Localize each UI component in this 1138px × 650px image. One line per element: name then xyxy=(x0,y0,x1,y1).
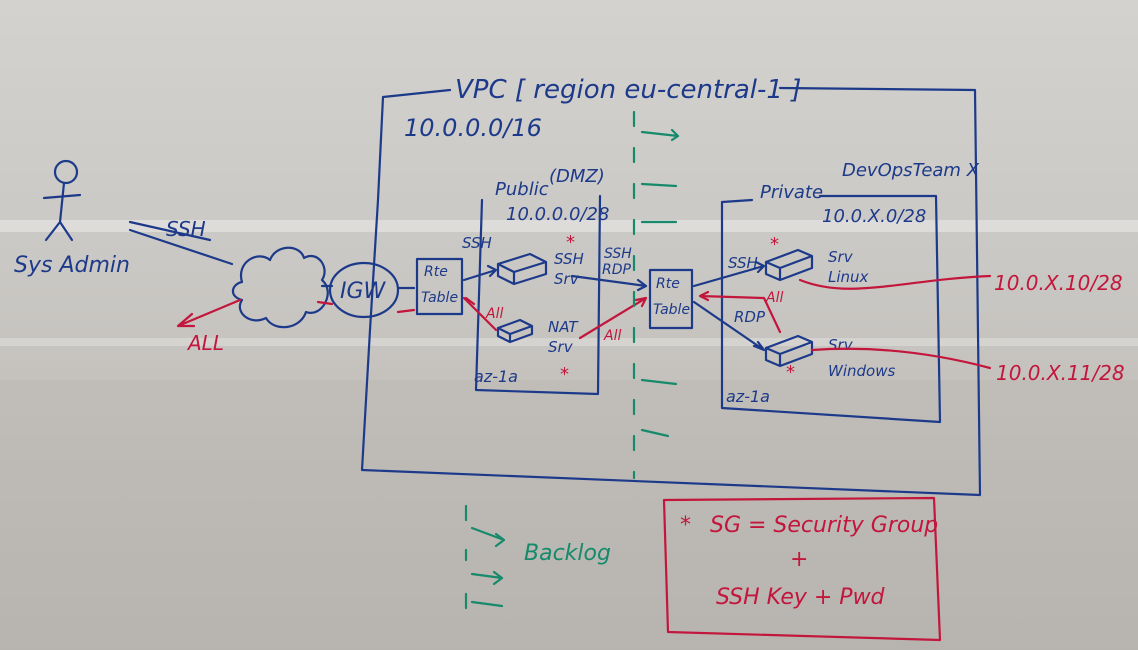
private-ssh-label: SSH xyxy=(728,254,758,272)
legend-plus: + xyxy=(790,547,808,572)
igw-link xyxy=(320,284,416,290)
linux-cidr-leader xyxy=(798,274,992,290)
ssh-server-line1: SSH xyxy=(554,250,584,268)
backlog-arrows xyxy=(464,504,506,610)
sg-star-windows: * xyxy=(786,362,795,383)
public-subnet-cidr: 10.0.0.0/28 xyxy=(506,204,609,225)
linux-server-icon xyxy=(764,248,814,282)
sys-admin-label: Sys Admin xyxy=(14,253,130,278)
ssh-arrow-admin xyxy=(128,220,234,266)
private-rte-table-icon xyxy=(648,268,694,330)
sg-star-linux: * xyxy=(770,234,779,255)
all-label-admin: ALL xyxy=(186,331,224,355)
legend-star: * xyxy=(680,513,691,538)
devops-team-label: DevOpsTeam X xyxy=(842,160,980,181)
vpc-title: VPC [ region eu-central-1 ] xyxy=(455,75,801,105)
igw-icon xyxy=(328,261,400,319)
legend-line1: SG = Security Group xyxy=(710,513,938,538)
ssh-label-admin: SSH xyxy=(166,217,206,241)
windows-server-line2: Windows xyxy=(828,362,895,380)
middle-rdp-label: RDP xyxy=(602,262,632,278)
nat-server-icon xyxy=(496,318,534,344)
nat-server-line2: Srv xyxy=(548,338,574,356)
legend-box xyxy=(662,496,942,642)
windows-cidr-leader xyxy=(810,347,992,370)
middle-all-label: All xyxy=(603,328,621,344)
middle-ssh-label: SSH xyxy=(604,246,632,262)
public-ssh-link xyxy=(462,264,498,282)
linux-cidr: 10.0.X.10/28 xyxy=(994,271,1123,295)
linux-server-line2: Linux xyxy=(828,268,869,286)
glare-stripe xyxy=(0,338,1138,346)
nat-server-line1: NAT xyxy=(548,318,579,336)
public-az-label: az-1a xyxy=(474,367,518,386)
public-all-label: All xyxy=(485,306,503,322)
sys-admin-icon xyxy=(42,159,82,242)
igw-label: IGW xyxy=(340,279,387,304)
public-ssh-label: SSH xyxy=(462,234,492,252)
public-all-link xyxy=(462,296,498,332)
dmz-label: (DMZ) xyxy=(549,166,605,187)
board-shadow xyxy=(0,380,1138,650)
private-subnet-cidr: 10.0.X.0/28 xyxy=(822,206,926,227)
windows-cidr: 10.0.X.11/28 xyxy=(996,361,1125,385)
private-all-label: All xyxy=(765,290,783,306)
private-links xyxy=(692,260,766,352)
glare-stripe xyxy=(0,220,1138,232)
internet-cloud-icon xyxy=(231,246,329,329)
private-rdp-label: RDP xyxy=(734,308,766,326)
vpc-cidr: 10.0.0.0/16 xyxy=(404,114,542,142)
ssh-rdp-link xyxy=(570,274,648,292)
public-rte-table-icon xyxy=(415,257,464,316)
public-rte-line1: Rte xyxy=(424,264,448,280)
sg-star-nat: * xyxy=(560,364,569,385)
private-rte-line1: Rte xyxy=(656,276,680,292)
sg-star-ssh: * xyxy=(566,232,575,253)
vpc-boundary xyxy=(360,86,982,497)
windows-server-icon xyxy=(764,334,814,368)
windows-server-line1: Srv xyxy=(828,336,854,354)
legend-line2: SSH Key + Pwd xyxy=(716,585,886,610)
linux-server-line1: Srv xyxy=(828,248,854,266)
ssh-server-icon xyxy=(496,252,548,286)
private-subnet-title: Private xyxy=(760,182,823,203)
igw-return xyxy=(316,300,416,314)
private-all-link xyxy=(698,290,782,334)
public-subnet-box xyxy=(474,194,602,396)
backlog-label: Backlog xyxy=(524,541,611,566)
ssh-server-line2: Srv xyxy=(554,270,580,288)
public-subnet-title: Public xyxy=(495,179,549,200)
private-subnet-box xyxy=(720,194,942,424)
private-az-label: az-1a xyxy=(726,387,770,406)
all-arrow-admin xyxy=(176,298,242,328)
public-rte-line2: Table xyxy=(421,290,458,306)
separator-arrows xyxy=(640,128,680,438)
private-rte-line2: Table xyxy=(653,302,690,318)
